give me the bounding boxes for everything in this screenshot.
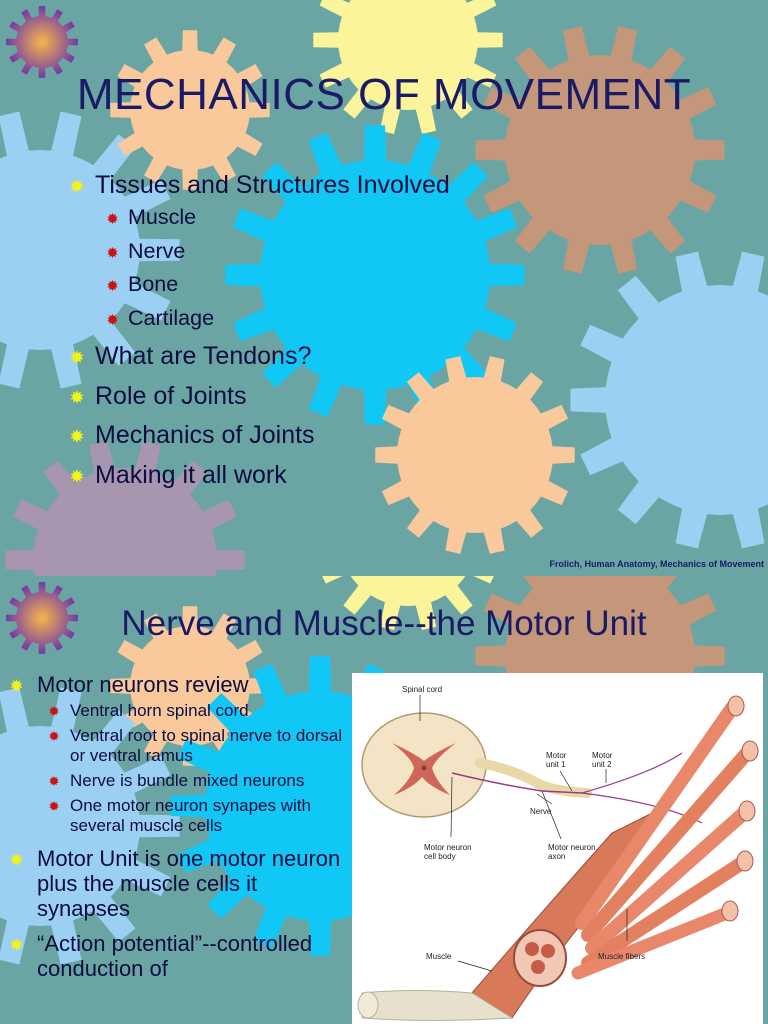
gear-icon — [6, 6, 78, 78]
gear-shape-tan — [475, 26, 725, 274]
bullet-icon — [10, 853, 23, 866]
gear-icon — [6, 582, 78, 654]
label-motor-unit-1: Motor unit 1 — [546, 751, 567, 769]
bullet-icon — [70, 350, 84, 365]
list-item-label: Role of Joints — [95, 381, 247, 410]
list-item-label: Motor Unit is one motor neuron plus the … — [37, 846, 341, 921]
sub-list-item-label: Nerve is bundle mixed neurons — [70, 771, 305, 790]
sub-list-item: One motor neuron synapes with several mu… — [37, 796, 350, 836]
label-muscle-fibers: Muscle fibers — [598, 952, 646, 961]
sub-list-item: Bone — [70, 268, 450, 302]
list-item: What are Tendons? — [70, 337, 450, 377]
nerve-shape — [475, 758, 592, 798]
gear-shape-lavender — [5, 441, 245, 576]
list-item-label: Tissues and Structures Involved — [95, 171, 450, 199]
motor-unit-illustration: Spinal cord Motor unit 1 Motor unit 2 Ne… — [352, 673, 763, 1024]
topic-list: Motor neurons review Ventral horn spinal… — [10, 672, 350, 981]
bullet-icon — [49, 706, 59, 716]
gear-shape-peach-top — [110, 30, 270, 190]
label-spinal-cord: Spinal cord — [402, 685, 443, 694]
list-item: Motor Unit is one motor neuron plus the … — [10, 846, 350, 921]
sub-list-item: Cartilage — [70, 302, 450, 336]
bullet-icon — [107, 313, 118, 325]
gear-shape — [0, 0, 768, 576]
sub-list-item: Muscle — [70, 201, 450, 235]
list-item: Tissues and Structures Involved Muscle N… — [70, 166, 450, 335]
topic-list: Tissues and Structures Involved Muscle N… — [70, 166, 450, 495]
gear-shape-cyan — [225, 125, 525, 425]
bullet-icon — [107, 280, 118, 292]
list-item-label: What are Tendons? — [95, 342, 312, 371]
gear-shape-lightblue-right — [570, 251, 768, 549]
slide-motor-unit: Nerve and Muscle--the Motor Unit Motor n… — [0, 576, 768, 1024]
sub-list-item: Nerve — [70, 235, 450, 269]
sub-list-item-label: Cartilage — [128, 305, 215, 330]
sub-list-item-label: Ventral horn spinal cord — [70, 701, 249, 720]
label-motor-unit-2: Motor unit 2 — [592, 751, 613, 769]
list-item-label: Mechanics of Joints — [95, 421, 315, 450]
bullet-icon — [10, 679, 23, 692]
muscle-fibers-group — [571, 695, 759, 980]
sub-list: Muscle Nerve Bone Cartilage — [95, 201, 450, 335]
motor-unit-diagram — [357, 695, 759, 1021]
sub-list-item-label: Bone — [128, 272, 179, 297]
sub-list-item: Ventral horn spinal cord — [37, 701, 350, 721]
muscle-cross-section — [513, 929, 567, 987]
list-item: Role of Joints — [70, 377, 450, 417]
gear-shape-lightblue — [0, 687, 180, 965]
slide-credit: Frolich, Human Anatomy, Mechanics of Mov… — [549, 559, 764, 569]
list-item-label: Motor neurons review — [37, 672, 249, 697]
bullet-icon — [49, 801, 59, 811]
label-nerve: Nerve — [530, 807, 552, 816]
list-item: “Action potential”--controlled conductio… — [10, 931, 350, 981]
page-title: Nerve and Muscle--the Motor Unit — [121, 604, 647, 643]
label-motor-neuron-axon: Motor neuron axon — [548, 843, 596, 861]
gear-shape-peach-bottom — [375, 356, 575, 554]
bullet-icon — [107, 246, 118, 258]
bullet-icon — [70, 429, 84, 444]
bullet-icon — [49, 731, 59, 741]
page-title: MECHANICS OF MOVEMENT — [76, 70, 692, 119]
bullet-icon — [49, 776, 59, 786]
slide-mechanics-of-movement: MECHANICS OF MOVEMENT Tissues and Struct… — [0, 0, 768, 576]
gear-shape-yellow — [313, 0, 503, 134]
label-motor-neuron-cell-body: Motor neuron cell body — [424, 843, 472, 861]
gear-background — [0, 0, 768, 576]
sub-list-item: Nerve is bundle mixed neurons — [37, 771, 350, 791]
bullet-icon — [70, 468, 84, 483]
list-item: Motor neurons review Ventral horn spinal… — [10, 672, 350, 836]
gear-shape-yellow — [322, 576, 494, 630]
bullet-icon — [70, 389, 84, 404]
sub-list-item-label: Ventral root to spinal nerve to dorsal o… — [70, 726, 343, 765]
bullet-icon — [107, 213, 118, 224]
sub-list-item: Ventral root to spinal nerve to dorsal o… — [37, 726, 350, 766]
sub-list: Ventral horn spinal cord Ventral root to… — [37, 701, 350, 836]
bullet-icon — [70, 179, 84, 193]
list-item: Making it all work — [70, 456, 450, 496]
list-item: Mechanics of Joints — [70, 416, 450, 456]
sub-list-item-label: Muscle — [128, 205, 197, 229]
label-muscle: Muscle — [426, 952, 452, 961]
gear-shape-lightblue-left — [0, 111, 180, 389]
bullet-icon — [10, 938, 23, 951]
list-item-label: Making it all work — [95, 460, 287, 489]
list-item-label: “Action potential”--controlled conductio… — [37, 931, 313, 981]
sub-list-item-label: One motor neuron synapes with several mu… — [70, 796, 311, 835]
sub-list-item-label: Nerve — [128, 238, 186, 263]
